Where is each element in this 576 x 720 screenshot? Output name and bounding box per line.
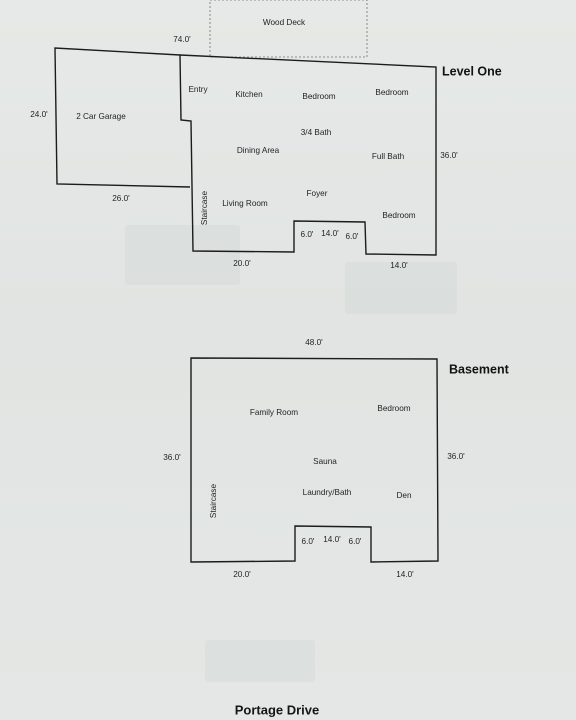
room-label: Bedroom: [382, 211, 415, 220]
level-one-title: Level One: [442, 64, 502, 78]
room-label: 3/4 Bath: [301, 128, 332, 137]
room-label: Bedroom: [377, 404, 410, 413]
room-label: Staircase: [209, 483, 218, 518]
room-label: Wood Deck: [263, 18, 306, 27]
dimension-label: 6.0': [346, 232, 359, 241]
room-label: Sauna: [313, 457, 337, 466]
dimension-label: 6.0': [302, 537, 315, 546]
dimension-label: 36.0': [163, 453, 181, 462]
dimension-label: 14.0': [390, 261, 408, 270]
dimension-label: 26.0': [112, 194, 130, 203]
dimension-label: 14.0': [321, 229, 339, 238]
room-label: Laundry/Bath: [303, 488, 352, 497]
background-smudge: [125, 225, 240, 285]
dimension-label: 14.0': [396, 570, 414, 579]
dimension-label: 36.0': [447, 452, 465, 461]
room-label: Bedroom: [302, 92, 335, 101]
room-label: Full Bath: [372, 152, 405, 161]
street-label: Portage Drive: [235, 702, 320, 717]
dimension-label: 6.0': [349, 537, 362, 546]
room-label: Living Room: [222, 199, 268, 208]
room-label: Den: [396, 491, 411, 500]
room-label: Foyer: [307, 189, 328, 198]
room-label: 2 Car Garage: [76, 112, 126, 121]
room-label: Family Room: [250, 408, 298, 417]
level-one-outline: [179, 54, 437, 256]
basement-outline: [190, 357, 439, 563]
dimension-label: 6.0': [301, 230, 314, 239]
basement-title: Basement: [449, 362, 510, 376]
dimension-label: 20.0': [233, 259, 251, 268]
dimension-label: 24.0': [30, 110, 48, 119]
wood-deck-outline: [209, 0, 368, 58]
room-label: Staircase: [200, 190, 209, 225]
dimension-label: 74.0': [173, 35, 191, 44]
dimension-label: 48.0': [305, 338, 323, 347]
dimension-label: 36.0': [440, 151, 458, 160]
background-smudge: [205, 640, 315, 682]
garage-outline: [54, 47, 191, 188]
room-label: Bedroom: [375, 88, 408, 97]
dimension-label: 20.0': [233, 570, 251, 579]
dimension-label: 14.0': [323, 535, 341, 544]
room-label: Dining Area: [237, 146, 280, 155]
room-label: Kitchen: [235, 90, 263, 99]
room-label: Entry: [188, 85, 208, 94]
background-smudge: [345, 262, 457, 314]
